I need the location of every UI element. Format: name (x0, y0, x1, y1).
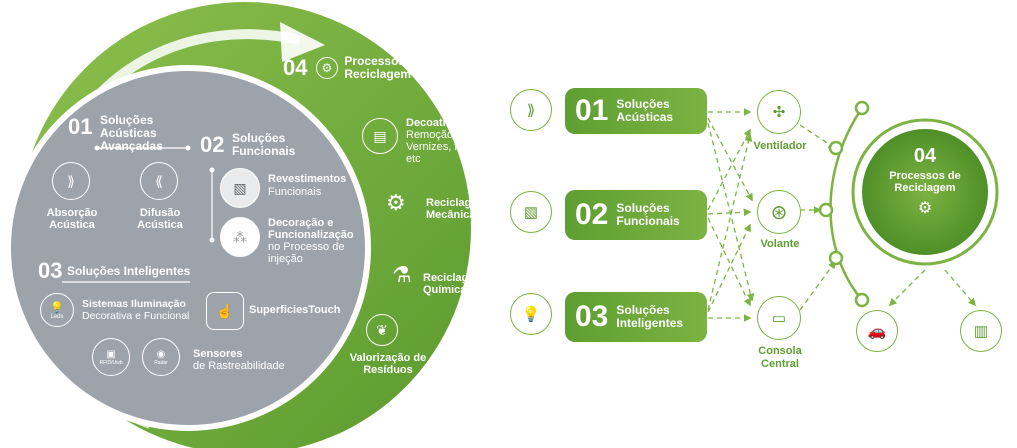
section-02: 02 Soluções Funcionais (200, 132, 302, 160)
coatings-title: Revestimentos (268, 173, 347, 185)
section-01-number: 01 (68, 114, 93, 139)
coating-icon: ▧ (220, 168, 260, 208)
section-01-title: Soluções Acústicas Avançadas (99, 113, 163, 153)
steering-wheel-icon: ⊛ (757, 190, 801, 234)
pill-smart-number: 03 (575, 300, 609, 333)
pill-functional-label: Soluções Funcionais (616, 201, 680, 228)
radar-icon: ◉Radar (142, 338, 180, 376)
decoating-item: Decoating Remoção de Vernizes, filmes et… (406, 117, 486, 165)
section-03-title: Soluções Inteligentes (66, 264, 191, 278)
final-label: Processos de Reciclagem (889, 170, 961, 194)
decoration-item: Decoração e Funcionalização no Processo … (268, 217, 368, 265)
absorption-label: Absorção Acústica (46, 207, 98, 231)
lighting-item: Sistemas Iluminação Decorativa e Funcion… (82, 298, 189, 322)
decoating-title: Decoating (406, 117, 460, 129)
console-label: Consola Central (758, 345, 802, 370)
section-02-number: 02 (200, 132, 225, 157)
rfid-badge: RFID/Uwb (99, 359, 123, 366)
console-icon: ▭ (757, 296, 801, 340)
pill-functional: 02 Soluções Funcionais (565, 190, 707, 240)
grey-disc (5, 65, 371, 431)
decoating-icon: ▤ (362, 118, 398, 154)
final-process: 04 Processos de Reciclagem ⚙ (880, 145, 970, 218)
pill-functional-number: 02 (575, 198, 609, 231)
coatings-item: Revestimentos Funcionais (268, 173, 346, 199)
gear-icon: ⚙ (315, 57, 338, 79)
sensors-item: Sensores de Rastreabilidade (193, 348, 285, 372)
section-03-number: 03 (38, 258, 63, 283)
pill-acoustic-label: Soluções Acústicas (616, 97, 674, 124)
pellets-icon: ⁂ (220, 217, 260, 257)
smart-lighting-icon: 💡 (510, 293, 552, 335)
section-04-title: Processos de Reciclagem (344, 54, 423, 81)
section-04: 04 ⚙ Processos de Reciclagem (283, 55, 434, 81)
recycle-gear-icon: ⚙ (917, 200, 933, 217)
pill-acoustic: 01 Soluções Acústicas (565, 88, 707, 134)
section-01: 01 Soluções Acústicas Avançadas (68, 114, 210, 155)
decoating-sub: Remoção de Vernizes, filmes etc (406, 129, 484, 165)
acoustic-panel-icon: ⟫ (510, 89, 552, 131)
flask-icon: ⚗ (392, 262, 412, 287)
functional-surface-icon: ▧ (510, 191, 552, 233)
pill-smart-label: Soluções Inteligentes (616, 303, 684, 330)
lightbulb-icon: 💡Leds (40, 293, 74, 327)
section-03: 03 Soluções Inteligentes (38, 258, 190, 284)
coatings-sub: Funcionais (268, 186, 322, 198)
radar-badge: Radar (154, 359, 168, 366)
lighting-title: Sistemas Iluminação (82, 298, 186, 310)
decoration-sub: no Processo de injeção (268, 241, 345, 265)
section-02-title: Soluções Funcionais (231, 131, 296, 158)
mechanical-recycling: Reciclagem Mecânica (426, 197, 488, 221)
touch-title: SuperficiesTouch (249, 304, 341, 316)
lighting-sub: Decorativa e Funcional (82, 310, 190, 322)
appliance-icon: ▥ (960, 310, 1002, 352)
final-number: 04 (913, 145, 937, 167)
fan-icon: ✣ (757, 90, 801, 134)
diffusion-label: Difusão Acústica (137, 207, 183, 231)
shredder-icon: ⚙ (386, 190, 406, 215)
leaf-icon: ❦ (366, 314, 398, 346)
pill-acoustic-number: 01 (575, 94, 609, 127)
waste-valorization: Valorização de Resíduos (349, 352, 427, 376)
steering-wheel-label: Volante (760, 238, 800, 250)
absorption-icon: ⟫ (52, 162, 90, 200)
leds-badge: Leds (50, 313, 64, 320)
touch-icon: ☝ (206, 292, 244, 330)
chemical-recycling: Reciclagem Química (423, 272, 485, 296)
decoration-title: Decoração e Funcionalização (268, 217, 354, 241)
sensors-sub: de Rastreabilidade (193, 360, 285, 372)
final-circle (862, 129, 988, 255)
sensors-title: Sensores (193, 348, 243, 360)
rfid-icon: ▣RFID/Uwb (92, 338, 130, 376)
diffusion-icon: ⟪ (140, 162, 178, 200)
fan-label: Ventilador (753, 140, 807, 152)
section-04-number: 04 (283, 55, 308, 80)
cycle-arrow-head (280, 22, 325, 62)
pill-smart: 03 Soluções Inteligentes (565, 292, 707, 342)
car-icon: 🚗 (856, 310, 898, 352)
